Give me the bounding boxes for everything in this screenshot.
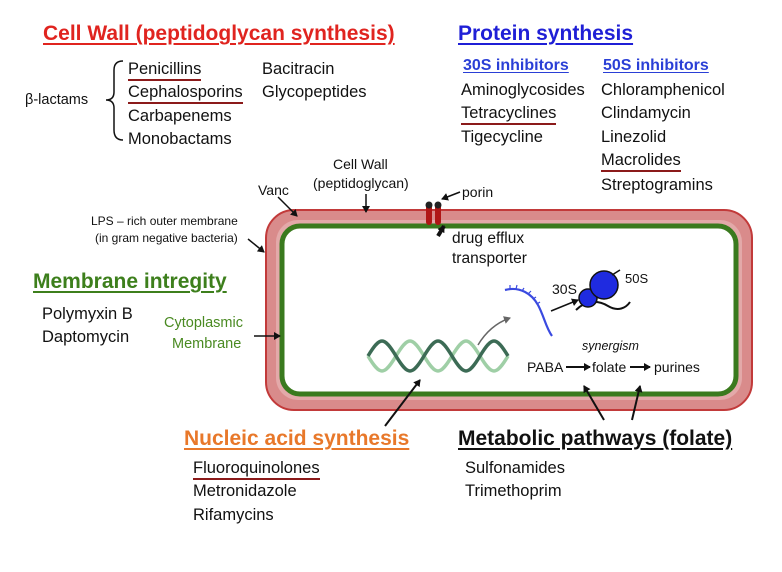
metabolic-heading: Metabolic pathways (folate) [458, 427, 733, 450]
cytoplasmic-label-line1: Cytoplasmic [164, 315, 243, 331]
efflux-label-line1: drug efflux [452, 230, 525, 247]
drug-glycopeptides: Glycopeptides [262, 83, 367, 101]
drug-chloramphenicol: Chloramphenicol [601, 81, 725, 99]
ribosome-icon [575, 269, 631, 311]
protein-synthesis-heading: Protein synthesis [458, 22, 634, 45]
30s-inhibitors-heading: 30S inhibitors [463, 57, 569, 74]
drug-polymyxin-b: Polymyxin B [42, 305, 133, 323]
membrane-integrity-heading: Membrane intregity [33, 270, 227, 293]
drug-tetracyclines: Tetracyclines [461, 105, 557, 125]
lps-arrow [247, 238, 265, 253]
metabolic-arrow-1 [583, 385, 605, 421]
nucleic-arrow [384, 379, 421, 427]
drug-penicillins: Penicillins [128, 61, 202, 81]
drug-macrolides: Macrolides [601, 152, 681, 172]
metabolic-arrow-2 [631, 385, 643, 421]
cytoplasmic-label-line2: Membrane [172, 336, 242, 352]
drug-tigecycline: Tigecycline [461, 128, 543, 146]
drug-aminoglycosides: Aminoglycosides [461, 81, 585, 99]
drug-cephalosporins: Cephalosporins [128, 84, 243, 104]
cell-wall-label-line1: Cell Wall [333, 156, 388, 172]
transcription-arrow [477, 316, 511, 346]
mrna-icon [504, 287, 553, 337]
efflux-pump-icon [436, 224, 446, 238]
beta-lactams-label: β-lactams [25, 92, 89, 108]
drug-sulfonamides: Sulfonamides [465, 459, 565, 477]
50s-label: 50S [625, 271, 649, 286]
porin-icon [425, 201, 442, 225]
porin-label: porin [462, 184, 494, 200]
synergism-label: synergism [582, 339, 639, 353]
purines-label: purines [654, 359, 700, 375]
30s-label: 30S [552, 281, 577, 297]
efflux-label-line2: transporter [452, 250, 527, 267]
vanc-arrow [277, 196, 298, 217]
cell-wall-heading: Cell Wall (peptidoglycan synthesis) [43, 22, 395, 45]
vanc-label: Vanc [258, 182, 289, 198]
drug-bacitracin: Bacitracin [262, 60, 335, 78]
mrna-bases [509, 284, 541, 305]
paba-label: PABA [527, 359, 564, 375]
porin-arrow [441, 191, 461, 201]
beta-lactam-brace [105, 60, 124, 141]
drug-trimethoprim: Trimethoprim [465, 482, 562, 500]
dna-helix-icon [366, 339, 510, 373]
lps-label-line2: (in gram negative bacteria) [95, 231, 238, 245]
drug-clindamycin: Clindamycin [601, 104, 691, 122]
translation-arrow [550, 298, 579, 312]
cell-wall-label-line2: (peptidoglycan) [313, 175, 409, 191]
drug-linezolid: Linezolid [601, 128, 667, 146]
lps-label-line1: LPS – rich outer membrane [91, 214, 238, 228]
drug-monobactams: Monobactams [128, 130, 232, 148]
drug-daptomycin: Daptomycin [42, 328, 130, 346]
drug-metronidazole: Metronidazole [193, 482, 297, 500]
50s-inhibitors-heading: 50S inhibitors [603, 57, 709, 74]
drug-streptogramins: Streptogramins [601, 176, 713, 194]
nucleic-acid-heading: Nucleic acid synthesis [184, 427, 410, 450]
drug-rifamycins: Rifamycins [193, 506, 274, 524]
folate-label: folate [592, 359, 627, 375]
drug-carbapenems: Carbapenems [128, 107, 232, 125]
drug-fluoroquinolones: Fluoroquinolones [193, 460, 320, 480]
